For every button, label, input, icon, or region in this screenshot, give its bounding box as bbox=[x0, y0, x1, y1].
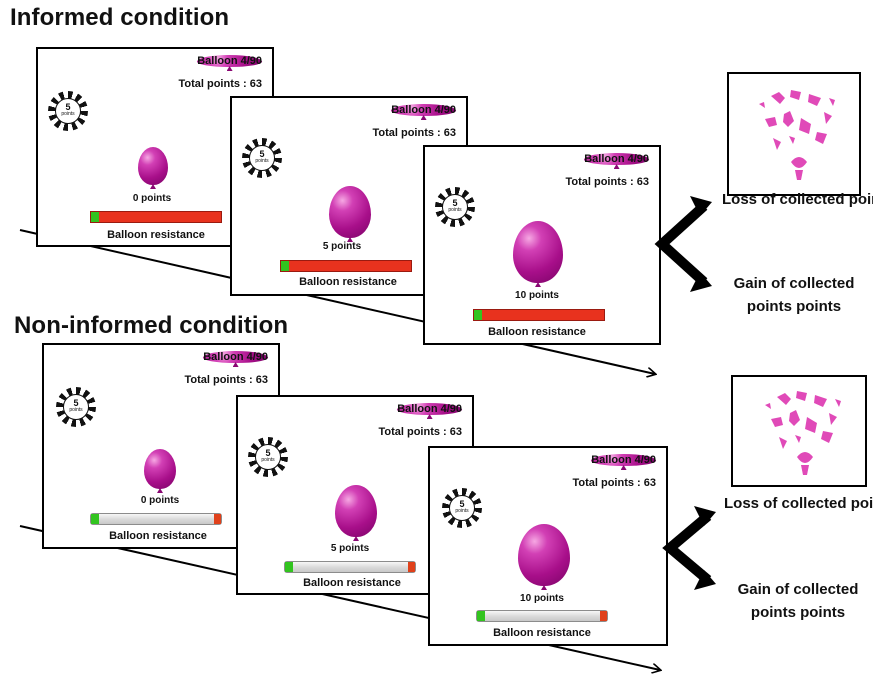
informed-condition-title: Informed condition bbox=[10, 4, 230, 31]
total-points: Total points : 63 bbox=[572, 477, 656, 489]
balloon-counter: Balloon 4/90 bbox=[197, 55, 262, 67]
chevron-arrow-icon bbox=[654, 202, 708, 286]
balloon-counter: Balloon 4/90 bbox=[584, 153, 649, 165]
resistance-label: Balloon resistance bbox=[107, 229, 205, 241]
resistance-bar bbox=[473, 309, 605, 321]
balloon-icon bbox=[335, 485, 377, 537]
confetti-icon bbox=[759, 90, 835, 180]
resistance-label: Balloon resistance bbox=[303, 577, 401, 589]
balloon-points: 5 points bbox=[322, 241, 362, 252]
balloon-counter: Balloon 4/90 bbox=[203, 351, 268, 363]
balloon-icon bbox=[513, 221, 563, 283]
resistance-bar bbox=[280, 260, 412, 272]
total-points: Total points : 63 bbox=[378, 426, 462, 438]
total-points: Total points : 63 bbox=[565, 176, 649, 188]
gain-outcome-label: Gain of collected points points bbox=[733, 275, 855, 315]
balloon-points: 0 points bbox=[140, 495, 180, 506]
resistance-label: Balloon resistance bbox=[493, 627, 591, 639]
popped-balloon-image bbox=[727, 72, 861, 196]
resistance-bar bbox=[90, 211, 222, 223]
balloon-counter: Balloon 4/90 bbox=[591, 454, 656, 466]
noninformed-condition-title: Non-informed condition bbox=[14, 312, 289, 339]
resistance-bar bbox=[90, 513, 222, 525]
balloon-counter: Balloon 4/90 bbox=[397, 403, 462, 415]
balloon-icon bbox=[144, 449, 176, 489]
balloon-points: 10 points bbox=[515, 290, 559, 301]
resistance-label: Balloon resistance bbox=[299, 276, 397, 288]
loss-outcome-label: Loss of collected points bbox=[724, 495, 873, 512]
balloon-icon bbox=[518, 524, 570, 586]
balloon-points: 0 points bbox=[132, 193, 172, 204]
balloon-points: 10 points bbox=[520, 593, 564, 604]
total-points: Total points : 63 bbox=[178, 78, 262, 90]
resistance-bar bbox=[476, 610, 608, 622]
confetti-icon bbox=[765, 391, 841, 475]
balloon-counter: Balloon 4/90 bbox=[391, 104, 456, 116]
total-points: Total points : 63 bbox=[372, 127, 456, 139]
balloon-icon bbox=[329, 186, 371, 238]
balloon-points: 5 points bbox=[330, 543, 370, 554]
balloon-icon bbox=[138, 147, 168, 185]
total-points: Total points : 63 bbox=[184, 374, 268, 386]
popped-balloon-image bbox=[731, 375, 867, 487]
resistance-bar bbox=[284, 561, 416, 573]
loss-outcome-label: Loss of collected points bbox=[722, 191, 873, 208]
gain-outcome-label: Gain of collected points points bbox=[737, 581, 859, 621]
resistance-label: Balloon resistance bbox=[488, 326, 586, 338]
chevron-arrow-icon bbox=[662, 512, 712, 584]
resistance-label: Balloon resistance bbox=[109, 530, 207, 542]
